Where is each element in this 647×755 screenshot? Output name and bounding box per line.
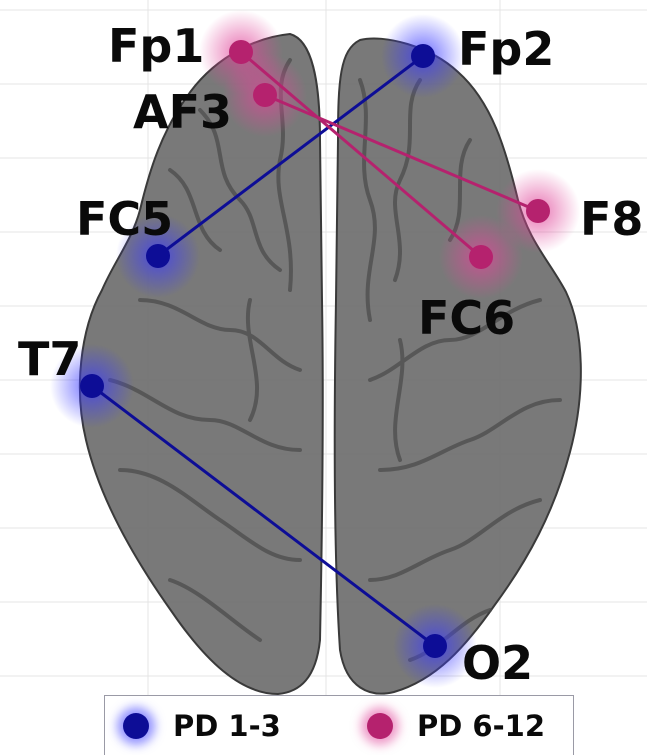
legend-label-pd-6-12: PD 6-12 <box>417 709 545 743</box>
electrode-label-fc5: FC5 <box>76 192 173 246</box>
electrode-marker-fp2 <box>411 44 435 68</box>
electrode-marker-o2 <box>423 634 447 658</box>
electrode-label-af3: AF3 <box>133 85 232 139</box>
electrode-label-f8: F8 <box>580 192 643 246</box>
legend-item-pd-6-12: PD 6-12 <box>367 706 545 746</box>
electrode-label-o2: O2 <box>462 636 533 690</box>
electrode-marker-f8 <box>526 199 550 223</box>
legend-item-pd-1-3: PD 1-3 <box>123 706 281 746</box>
legend: PD 1-3 PD 6-12 <box>104 695 574 755</box>
electrode-label-fp1: Fp1 <box>108 19 204 73</box>
right-hemisphere <box>335 38 581 693</box>
legend-dot-pd-6-12 <box>367 713 393 739</box>
electrode-marker-fc5 <box>146 244 170 268</box>
legend-dot-pd-1-3 <box>123 713 149 739</box>
electrode-label-fc6: FC6 <box>418 291 515 345</box>
electrode-marker-af3 <box>253 83 277 107</box>
electrode-marker-t7 <box>80 374 104 398</box>
electrode-label-t7: T7 <box>18 332 81 386</box>
electrode-marker-fp1 <box>229 40 253 64</box>
electrode-marker-fc6 <box>469 245 493 269</box>
legend-label-pd-1-3: PD 1-3 <box>173 709 281 743</box>
electrode-label-fp2: Fp2 <box>458 22 554 76</box>
